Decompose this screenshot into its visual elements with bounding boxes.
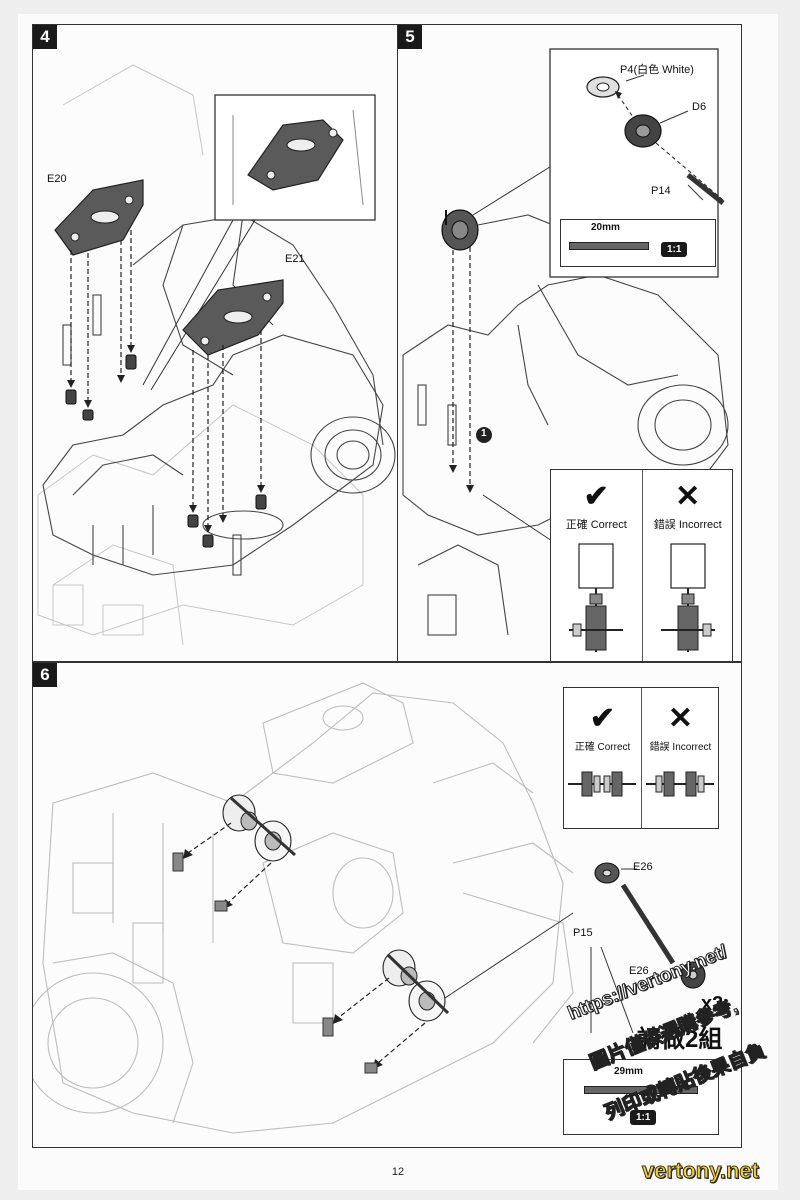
callout-number: 1: [481, 428, 487, 439]
cross-icon: ✕: [667, 702, 694, 735]
axle-scale-guide: 20mm 1:1: [560, 219, 716, 267]
watermark-brand: vertony.net: [642, 1158, 760, 1184]
scale-length-label: 20mm: [591, 222, 620, 233]
step-6-illustration: [33, 682, 706, 1134]
part-label-p15: P15: [573, 927, 593, 939]
scale-ratio: 1:1: [630, 1110, 657, 1125]
step-5-panel: 5: [397, 24, 742, 662]
scale-bar: [584, 1086, 698, 1094]
incorrect-gear-pair-diagram: [646, 771, 714, 797]
incorrect-column: ✕ 錯誤 Incorrect: [641, 470, 734, 661]
instruction-page: 4: [18, 14, 778, 1190]
part-label-d6: D6: [692, 101, 707, 113]
part-label-e21: E21: [285, 253, 305, 265]
correct-gear-diagram: [569, 543, 623, 652]
axle-scale-guide: 29mm 1:1: [563, 1059, 719, 1135]
step-4-illustration: [37, 64, 396, 646]
correct-gear-pair-diagram: [568, 771, 636, 797]
step-6-compare-box: ✔ 正確 Correct ✕ 錯誤 Incorrect: [563, 687, 719, 829]
incorrect-gear-diagram: [660, 543, 715, 652]
part-label-p14: P14: [651, 185, 671, 197]
step-5-compare-box: ✔ 正確 Correct ✕ 錯誤 Incorrect: [550, 469, 734, 661]
correct-label: 正確 Correct: [574, 742, 631, 753]
page-number: 12: [391, 1166, 405, 1178]
step-5-number: 5: [398, 25, 422, 49]
step-4-panel: 4: [32, 24, 399, 662]
correct-column: ✔ 正確 Correct: [551, 470, 642, 661]
step-6-panel: 6: [32, 662, 742, 1148]
correct-column: ✔ 正確 Correct: [564, 688, 641, 828]
scale-length-label: 29mm: [614, 1066, 643, 1077]
quantity-instruction: 請做2組: [637, 1026, 723, 1053]
incorrect-label: 錯誤 Incorrect: [649, 742, 712, 753]
step-4-number: 4: [33, 25, 57, 49]
quantity-badge: x2: [701, 993, 724, 1015]
scale-bar: [569, 242, 649, 250]
scale-ratio: 1:1: [661, 242, 688, 257]
check-icon: ✔: [589, 702, 616, 735]
check-icon: ✔: [583, 480, 609, 513]
part-label-e20: E20: [47, 173, 67, 185]
step-6-number: 6: [33, 663, 57, 687]
part-label-p4: P4(白色 White): [620, 64, 694, 76]
part-label-e26-top: E26: [633, 861, 653, 873]
incorrect-label: 錯誤 Incorrect: [653, 519, 722, 531]
incorrect-column: ✕ 錯誤 Incorrect: [641, 688, 719, 828]
part-label-e26-bottom: E26: [629, 965, 649, 977]
cross-icon: ✕: [675, 480, 701, 513]
correct-label: 正確 Correct: [565, 519, 627, 531]
